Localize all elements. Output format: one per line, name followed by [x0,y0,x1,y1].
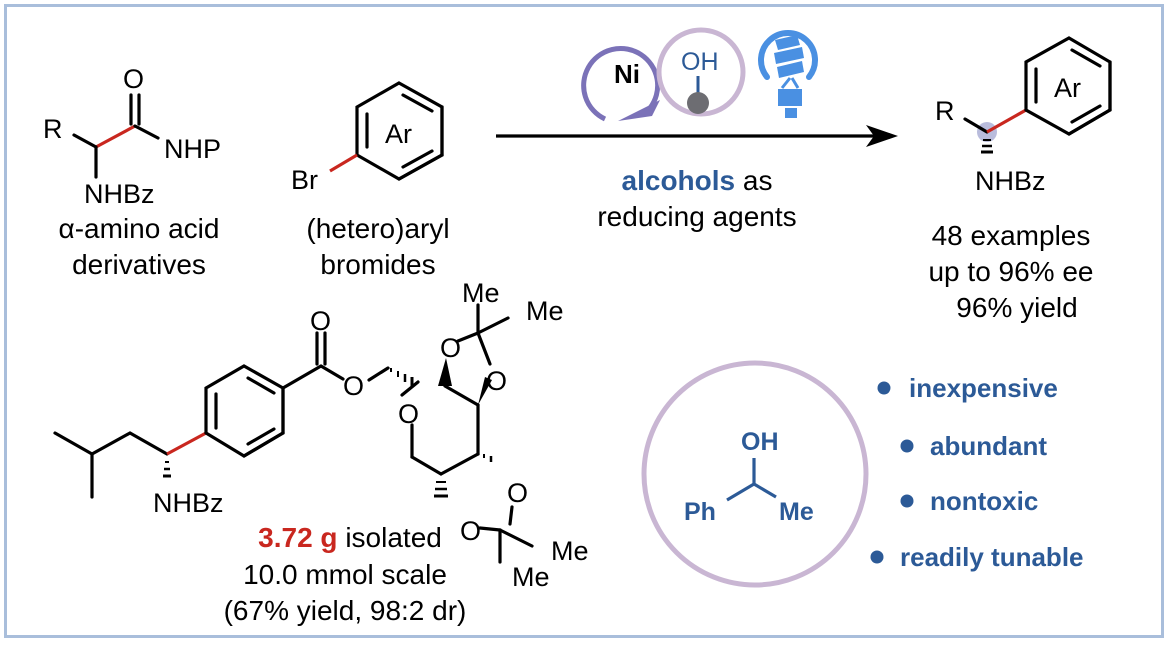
feature-item: readily tunable [900,542,1084,572]
scale-up-scale: 10.0 mmol scale [243,559,447,590]
product-ar-label: Ar [1054,73,1081,103]
me-label-4: Me [512,562,550,592]
feature-item: inexpensive [909,373,1058,403]
me-label-3: Me [551,536,589,566]
bullet-icon [900,494,914,508]
br-label: Br [291,165,318,195]
light-bulb-icon [758,30,818,118]
carbonyl-o-label: O [123,64,144,94]
ester-o-label: O [343,371,364,401]
feature-item: abundant [930,431,1047,461]
r-label: R [43,114,63,144]
product-stat-examples: 48 examples [932,220,1091,251]
scale-up-structure: O O O O O O O Me Me Me Me NHBz [53,278,589,592]
scale-up-result: (67% yield, 98:2 dr) [224,595,467,626]
oh-label: OH [681,48,719,76]
isolated-mass: 3.72 g [258,522,337,553]
acetonide-o2-label: O [486,366,507,396]
product-stat-ee: up to 96% ee [928,256,1093,287]
scale-up-nhbz-label: NHBz [153,488,224,518]
me-label-2: Me [526,296,564,326]
bullet-icon [877,381,891,395]
reductant-circle: OH Ph Me [641,360,869,588]
bullet-icon [900,439,914,453]
reductant-oh-label: OH [741,428,779,456]
acetonide-o1-label: O [440,333,461,363]
nhp-label: NHP [164,134,221,164]
product-structure: R Ar NHBz [935,36,1112,196]
conditions-caption-line2: reducing agents [597,201,796,232]
acetonide-o3-label: O [507,478,528,508]
scale-up-mass-line: 3.72 g isolated [258,522,442,553]
amino-acid-structure: R O NHP NHBz [43,64,221,209]
carbonyl-o-label: O [310,306,331,336]
me-label-1: Me [462,278,500,308]
nickel-cycle-icon: Ni [581,45,661,122]
bullet-icon [870,550,884,564]
reaction-arrow [496,125,898,147]
ni-label: Ni [614,59,640,89]
as-text: as [735,165,772,196]
product-r-label: R [935,96,955,126]
acetonide-o4-label: O [460,516,481,546]
nhbz-label: NHBz [84,179,155,209]
reductant-ph-label: Ph [684,498,716,526]
isolated-text: isolated [338,522,442,553]
aryl-bromide-structure: Ar Br [291,81,444,195]
figure-frame [4,4,1164,638]
feature-item: nontoxic [930,486,1038,516]
product-nhbz-label: NHBz [975,166,1046,196]
ar-label: Ar [385,119,412,149]
ring-o-label: O [398,399,419,429]
conditions-caption-line1: alcohols as [622,165,773,196]
aryl-bromide-caption-line2: bromides [320,249,435,280]
reductant-me-label: Me [779,498,814,526]
amino-acid-caption-line2: derivatives [72,249,206,280]
product-stat-yield: 96% yield [956,292,1077,323]
alcohols-keyword: alcohols [622,165,736,196]
amino-acid-caption-line1: α-amino acid [59,213,220,244]
alcohol-circle-icon: OH [656,27,746,117]
feature-list: inexpensive abundant nontoxic readily tu… [870,373,1084,572]
aryl-bromide-caption-line1: (hetero)aryl [306,213,449,244]
